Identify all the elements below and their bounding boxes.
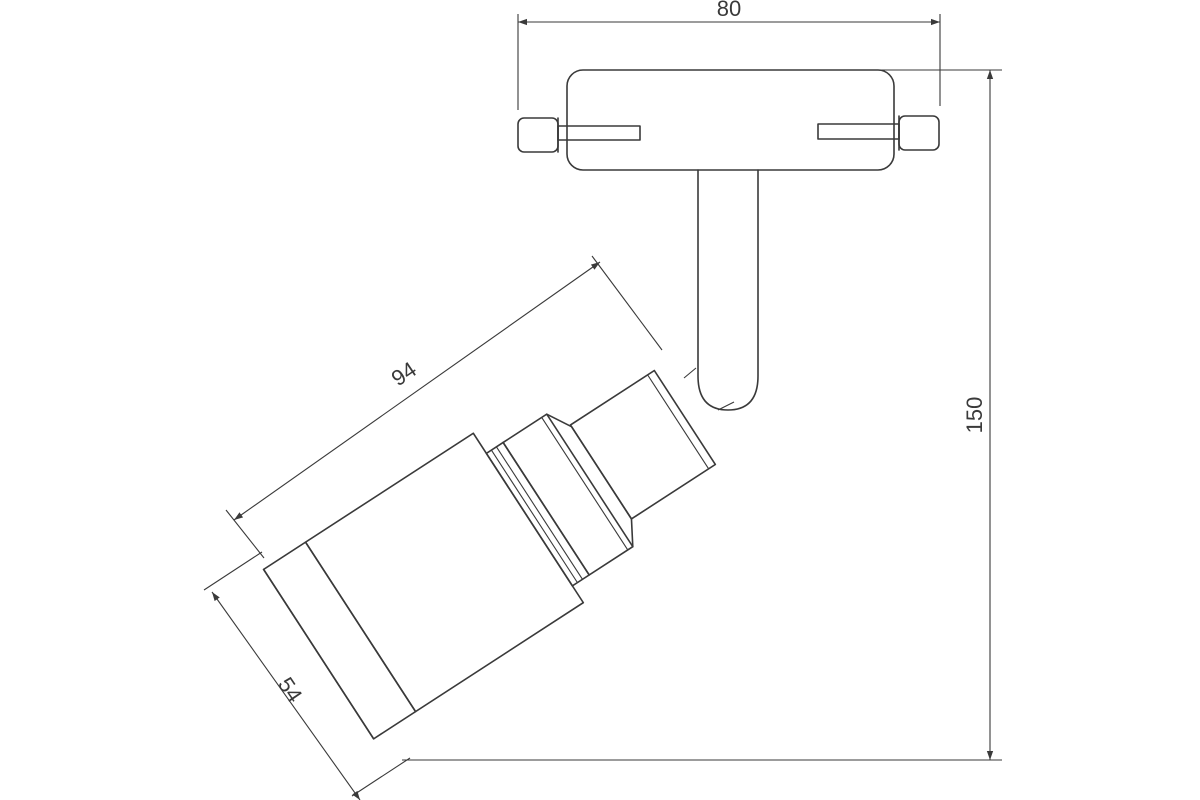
- dimension-diameter: 54: [203, 551, 411, 800]
- dimension-height: 150: [402, 69, 1002, 761]
- lamp-front-ring: [262, 541, 417, 740]
- left-latch-knob: [517, 117, 559, 153]
- dimension-height-label: 150: [962, 397, 987, 434]
- dimension-length-label: 94: [387, 357, 421, 391]
- dimension-width: 80: [517, 0, 941, 110]
- lamp-head: [262, 369, 717, 740]
- track-adapter: [517, 69, 940, 171]
- lamp-socket: [569, 369, 717, 520]
- dimension-width-label: 80: [717, 0, 741, 21]
- arm: [683, 169, 759, 411]
- left-latch-bar: [557, 125, 641, 141]
- right-latch-knob: [898, 115, 940, 151]
- right-latch-bar: [817, 123, 900, 140]
- lamp-body: [304, 432, 585, 713]
- dimension-diameter-label: 54: [273, 673, 307, 707]
- dimension-length: 94: [225, 255, 663, 559]
- lamp-neck-band: [502, 413, 634, 576]
- lamp-step-ring: [485, 441, 590, 587]
